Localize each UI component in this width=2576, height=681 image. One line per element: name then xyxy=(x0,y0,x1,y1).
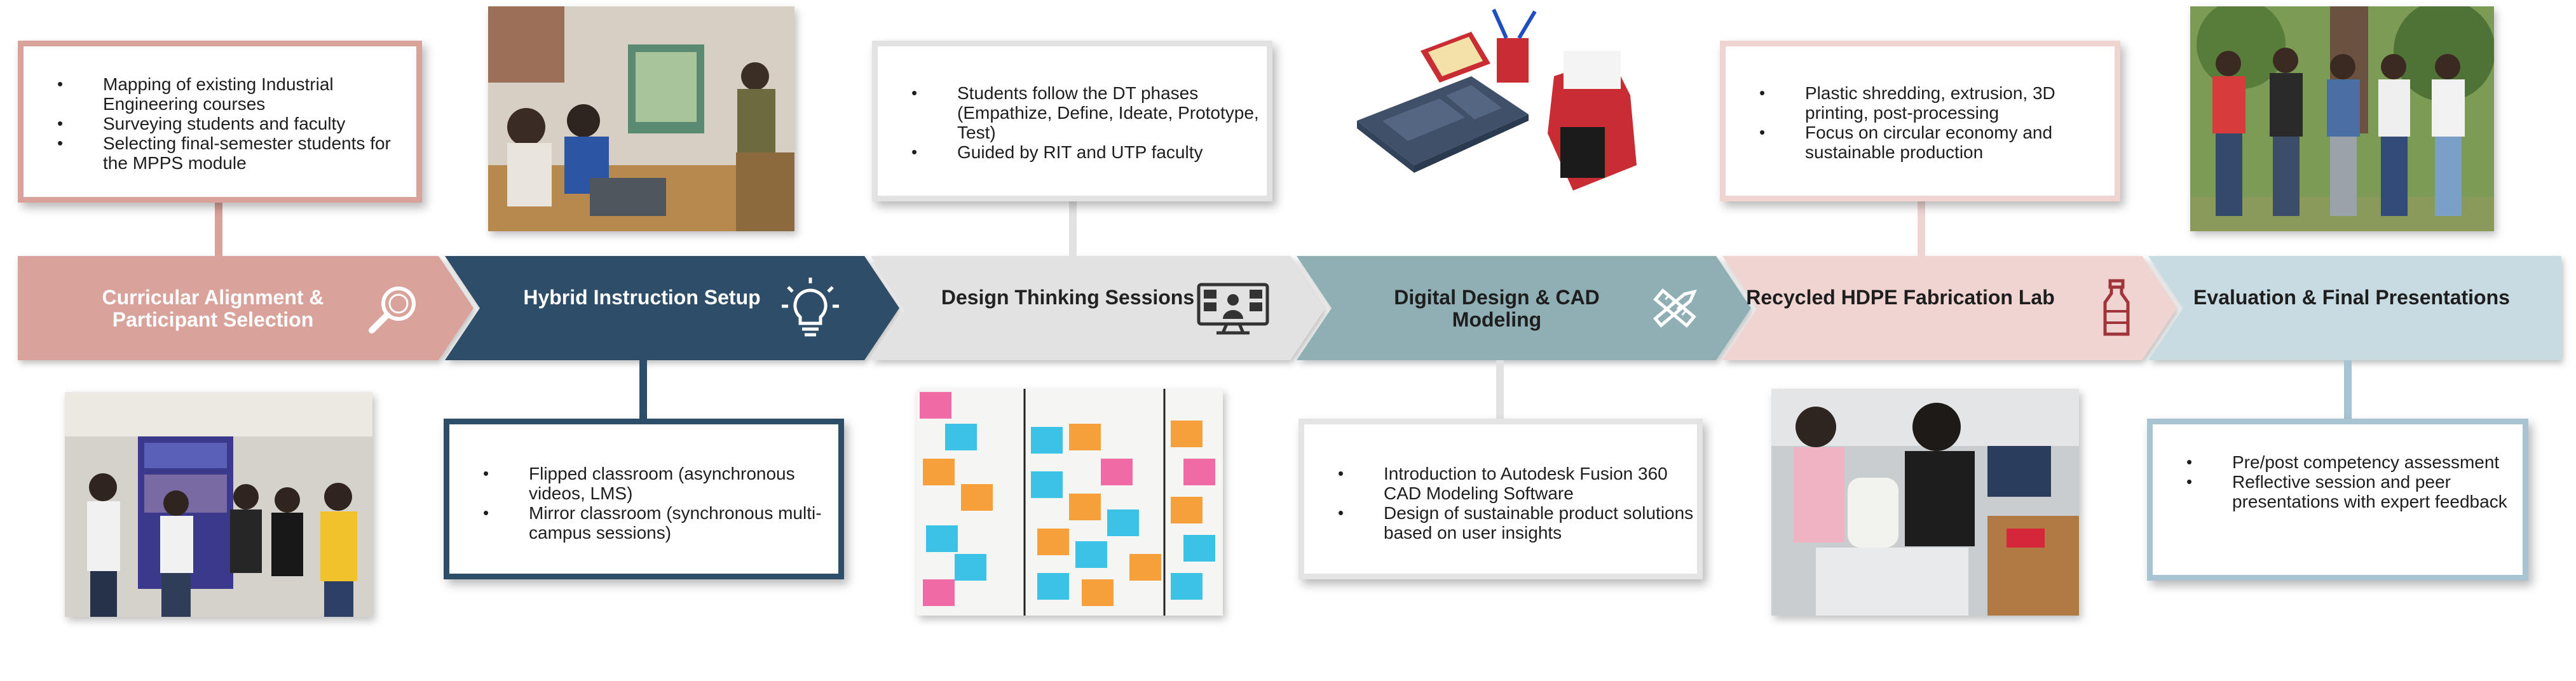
connector-2 xyxy=(639,360,647,424)
stage-arrow-5 xyxy=(1722,256,2177,360)
connector-6 xyxy=(2344,360,2352,424)
stage-arrow-3 xyxy=(871,256,1325,360)
video-conference-icon xyxy=(1197,283,1269,335)
stage-label-4: Digital Design & CAD Modeling xyxy=(1394,286,1600,331)
pencil-ruler-icon xyxy=(1653,288,1697,328)
detail-box-4: Introduction to Autodesk Fusion 360 CAD … xyxy=(1298,419,1703,579)
detail-5-2: Focus on circular economy and sustainabl… xyxy=(1759,123,2115,162)
stage-arrow-6 xyxy=(2148,256,2561,360)
lab-shredding-photo xyxy=(1771,389,2079,616)
outdoor-group-photo xyxy=(2190,6,2494,231)
detail-1-1: Mapping of existing Industrial Engineeri… xyxy=(57,74,416,114)
stage-label-6: Evaluation & Final Presentations xyxy=(2193,286,2510,309)
detail-3-1: Students follow the DT phases (Empathize… xyxy=(911,83,1267,142)
detail-box-3: Students follow the DT phases (Empathize… xyxy=(872,41,1272,201)
stage-arrow-2 xyxy=(445,256,899,360)
stage-label-5: Recycled HDPE Fabrication Lab xyxy=(1746,286,2055,309)
connector-4 xyxy=(1496,360,1504,421)
detail-6-2: Reflective session and peer presentation… xyxy=(2186,472,2523,511)
detail-box-1: Mapping of existing Industrial Engineeri… xyxy=(18,41,422,203)
group-photo-with-poster xyxy=(65,392,372,617)
detail-3-2: Guided by RIT and UTP faculty xyxy=(911,142,1267,162)
detail-1-2: Surveying students and faculty xyxy=(57,114,416,133)
detail-2-2: Mirror classroom (synchronous multi-camp… xyxy=(483,503,838,543)
detail-box-6: Pre/post competency assessment Reflectiv… xyxy=(2147,419,2528,581)
stage-label-1: Curricular Alignment & Participant Selec… xyxy=(102,286,324,331)
detail-4-2: Design of sustainable product solutions … xyxy=(1338,503,1697,543)
detail-5-1: Plastic shredding, extrusion, 3D printin… xyxy=(1759,83,2115,123)
stage-label-2: Hybrid Instruction Setup xyxy=(523,286,761,309)
lightbulb-icon xyxy=(782,278,839,337)
stage-arrow-1 xyxy=(18,256,474,360)
detail-box-5: Plastic shredding, extrusion, 3D printin… xyxy=(1720,41,2120,201)
connector-1 xyxy=(215,201,222,259)
sticky-notes-board-photo xyxy=(917,389,1223,616)
detail-6-1: Pre/post competency assessment xyxy=(2186,452,2523,472)
detail-1-3: Selecting final-semester students for th… xyxy=(57,133,416,173)
connector-5 xyxy=(1918,201,1925,259)
bottle-icon xyxy=(2103,279,2130,336)
classroom-projector-photo xyxy=(488,6,794,231)
magnifier-icon xyxy=(369,287,416,334)
connector-3 xyxy=(1069,201,1077,259)
detail-2-1: Flipped classroom (asynchronous videos, … xyxy=(483,464,838,503)
detail-4-1: Introduction to Autodesk Fusion 360 CAD … xyxy=(1338,464,1697,503)
stage-arrow-4 xyxy=(1297,256,1751,360)
cad-render-desk-organizer xyxy=(1344,6,1649,231)
stage-label-3: Design Thinking Sessions xyxy=(941,286,1195,309)
detail-box-2: Flipped classroom (asynchronous videos, … xyxy=(444,419,844,579)
